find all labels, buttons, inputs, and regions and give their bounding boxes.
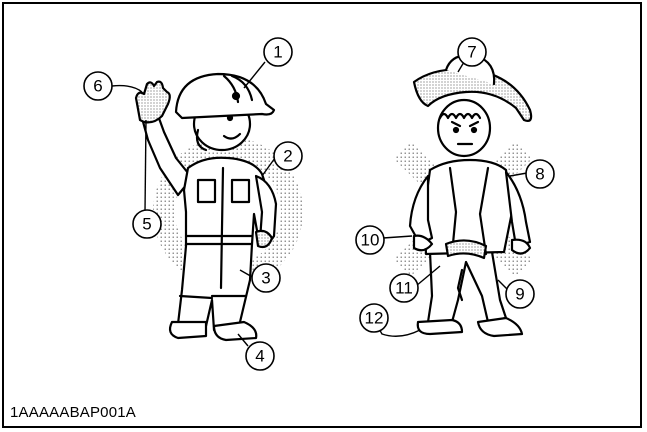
callout-1-label: 1 <box>273 43 282 62</box>
callout-6-label: 6 <box>93 77 102 96</box>
callout-10-label: 10 <box>361 231 380 250</box>
callout-4: 4 <box>246 342 274 370</box>
left-arm <box>410 176 432 244</box>
sandal-left <box>418 320 462 334</box>
callout-12-label: 12 <box>365 309 384 328</box>
callout-3-label: 3 <box>261 269 270 288</box>
callout-2: 2 <box>274 142 302 170</box>
callout-5: 5 <box>133 210 161 238</box>
side-hand <box>256 231 272 247</box>
callout-6: 6 <box>84 72 112 100</box>
callout-9-label: 9 <box>515 285 524 304</box>
callout-12: 12 <box>360 304 388 332</box>
callout-2-label: 2 <box>283 147 292 166</box>
loose-pants <box>428 252 506 322</box>
glove-hand <box>136 82 170 123</box>
correct-worker-figure <box>136 74 292 340</box>
callout-8: 8 <box>526 160 554 188</box>
callout-5-label: 5 <box>142 215 151 234</box>
sandal-right <box>478 318 522 336</box>
callout-4-label: 4 <box>255 347 264 366</box>
safety-boot-left <box>170 322 206 338</box>
callout-7: 7 <box>458 38 486 66</box>
chest-pocket-left <box>198 180 215 202</box>
face <box>438 100 490 156</box>
callout-11-label: 11 <box>395 279 413 298</box>
callout-9: 9 <box>506 280 534 308</box>
callout-3: 3 <box>252 264 280 292</box>
safety-boot-right <box>214 322 256 340</box>
callout-8-label: 8 <box>535 165 544 184</box>
callout-11: 11 <box>390 274 418 302</box>
right-arm <box>506 172 530 246</box>
figure-code: 1AAAAABAP001A <box>10 404 136 421</box>
chest-pocket-right <box>232 180 249 202</box>
callout-10: 10 <box>356 226 384 254</box>
callout-7-label: 7 <box>467 43 476 62</box>
safety-helmet <box>176 74 274 118</box>
callout-1: 1 <box>264 38 292 66</box>
